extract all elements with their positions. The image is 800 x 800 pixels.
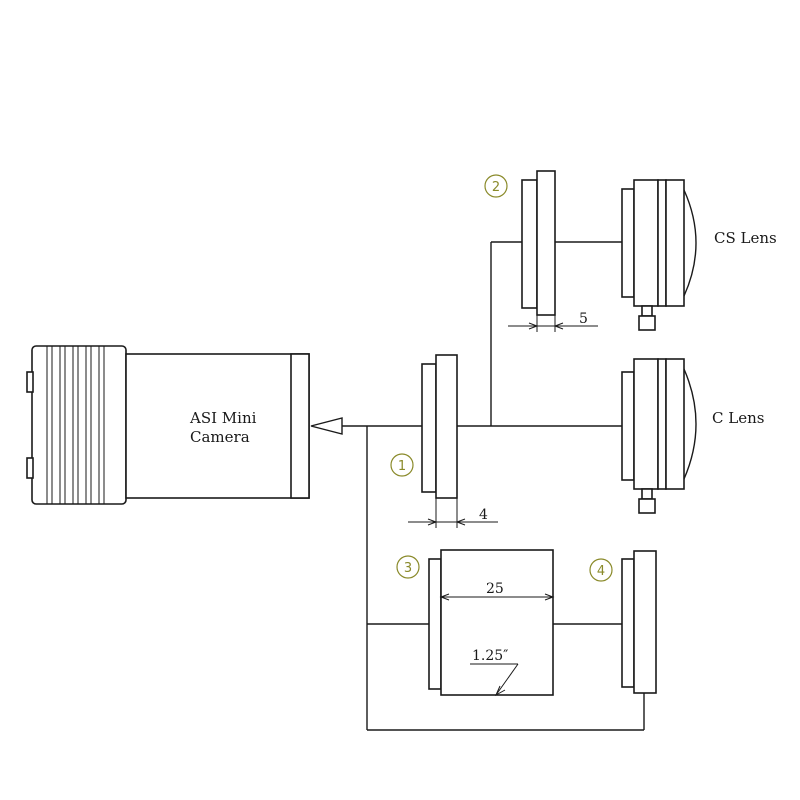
camera-knob-bottom: [26, 457, 34, 479]
adapter-3-flange: [428, 558, 442, 690]
arrow-to-camera: [310, 417, 343, 435]
c-lens-label: C Lens: [712, 409, 764, 427]
c-lens: C Lens: [621, 358, 764, 514]
ring-2-main-plate: [536, 170, 556, 316]
ring-1-thin-plate: [421, 363, 437, 493]
spacer-ring-2: 2 5: [484, 170, 598, 332]
spacer-ring-1: 1 4: [390, 354, 498, 528]
cs-lens-screw-head: [638, 315, 656, 331]
part-marker-2: [484, 174, 508, 198]
cs-lens-barrel-2: [657, 179, 667, 307]
cs-lens-glass: [683, 189, 697, 297]
camera-label-line1: ASI Mini: [189, 409, 257, 427]
c-lens-screw-stem: [641, 488, 653, 500]
ring-1-main-plate: [435, 354, 458, 499]
cs-lens-label: CS Lens: [714, 229, 777, 247]
c-lens-barrel-1: [633, 358, 659, 490]
dimension-1-25-inch: 1.25″: [472, 648, 508, 664]
dim-4-arrow-right: [455, 518, 466, 526]
dim-125-arrow: [494, 685, 506, 697]
t-ring-4: 4: [589, 550, 657, 694]
c-lens-barrel-2: [657, 358, 667, 490]
connection-lines: [310, 241, 645, 731]
ring-4-main-plate: [633, 550, 657, 694]
adapter-3-tube: [440, 549, 554, 696]
ring-4-thin-plate: [621, 558, 635, 688]
c-lens-screw-head: [638, 498, 656, 514]
c-lens-barrel-3: [665, 358, 685, 490]
c-lens-glass: [683, 368, 697, 480]
part-number-1: 1: [398, 459, 406, 474]
camera-rear-fins: [31, 345, 127, 505]
part-marker-4: [589, 558, 613, 582]
ring-2-thin-plate: [521, 179, 538, 309]
part-number-4: 4: [597, 564, 605, 579]
asi-mini-camera: ASI Mini Camera: [26, 345, 310, 505]
dim-5-arrow-left: [528, 322, 539, 330]
dim-5-arrow-right: [553, 322, 564, 330]
camera-label-line2: Camera: [190, 428, 250, 446]
dim-4-arrow-left: [427, 518, 438, 526]
dim-25-arrow-right: [544, 593, 555, 601]
part-number-2: 2: [492, 180, 500, 195]
dim-25-arrow-left: [439, 593, 450, 601]
cs-lens-mount-ring: [621, 188, 635, 298]
dimension-4: 4: [479, 507, 488, 523]
part-marker-1: [390, 453, 414, 477]
nosepiece-adapter-3: 3 25 1.25″: [396, 549, 555, 697]
part-number-3: 3: [404, 561, 412, 576]
cs-lens-screw-stem: [641, 305, 653, 317]
c-lens-mount-ring: [621, 371, 635, 481]
part-marker-3: [396, 555, 420, 579]
cs-lens-barrel-3: [665, 179, 685, 307]
camera-front-flange: [290, 353, 310, 499]
camera-knob-top: [26, 371, 34, 393]
cs-lens-barrel-1: [633, 179, 659, 307]
cs-lens: CS Lens: [621, 179, 777, 331]
dimension-5: 5: [579, 311, 588, 327]
dimension-25: 25: [486, 581, 504, 597]
